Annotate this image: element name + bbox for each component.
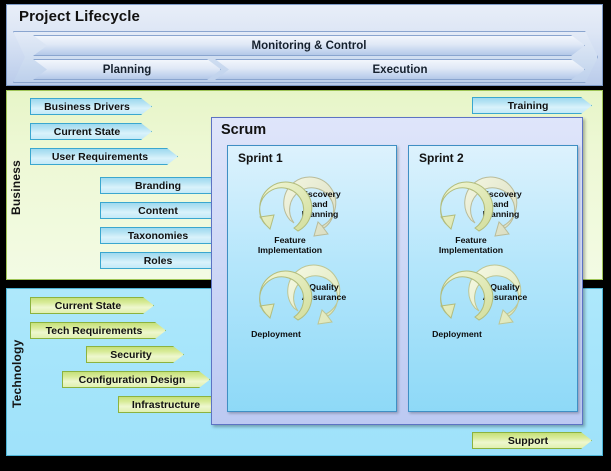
business-tag-roles[interactable]: Roles <box>100 252 224 269</box>
side-tag-training[interactable]: Training <box>472 97 592 114</box>
technology-tag-configuration-design[interactable]: Configuration Design <box>62 371 210 388</box>
business-tag-content[interactable]: Content <box>100 202 224 219</box>
phase-bar-execution-label: Execution <box>372 63 428 76</box>
page-title: Project Lifecycle <box>19 8 140 25</box>
tag-label: Infrastructure <box>131 398 201 411</box>
business-tag-branding[interactable]: Branding <box>100 177 224 194</box>
business-tag-current-state[interactable]: Current State <box>30 123 152 140</box>
scrum-title: Scrum <box>221 122 267 138</box>
sprint-2-panel: Sprint 2 Discovery and Planning <box>408 145 578 412</box>
sprint-2-stage-deployment[interactable]: Deployment <box>423 270 497 372</box>
technology-tag-security[interactable]: Security <box>86 346 184 363</box>
business-tag-taxonomies[interactable]: Taxonomies <box>100 227 224 244</box>
tag-label: Training <box>507 99 549 112</box>
tag-label: Taxonomies <box>127 229 189 242</box>
technology-tag-current-state[interactable]: Current State <box>30 297 154 314</box>
tag-label: Business Drivers <box>44 100 130 113</box>
tag-label: Support <box>507 434 549 447</box>
technology-tag-tech-requirements[interactable]: Tech Requirements <box>30 322 166 339</box>
business-tag-business-drivers[interactable]: Business Drivers <box>30 98 152 115</box>
tag-label: Tech Requirements <box>45 324 143 337</box>
phase-bar-execution[interactable]: Execution <box>215 59 585 80</box>
phase-bar-monitoring-label: Monitoring & Control <box>251 39 367 52</box>
business-tag-user-requirements[interactable]: User Requirements <box>30 148 178 165</box>
tag-label: Current State <box>53 125 121 138</box>
project-lifecycle-header: Project Lifecycle Monitoring & Control P… <box>6 4 603 86</box>
tag-label: Content <box>138 204 178 217</box>
tag-label: Security <box>110 348 152 361</box>
business-panel-label: Business <box>9 160 23 216</box>
phase-bar-monitoring[interactable]: Monitoring & Control <box>33 35 585 56</box>
tag-label: Roles <box>143 254 173 267</box>
technology-panel-label: Technology <box>10 339 24 409</box>
sprint-1-stage-deployment[interactable]: Deployment <box>242 270 316 372</box>
sprint-1-title: Sprint 1 <box>238 151 283 165</box>
phase-bar-planning[interactable]: Planning <box>33 59 221 80</box>
phase-bar-planning-label: Planning <box>102 63 152 76</box>
tag-label: User Requirements <box>51 150 149 163</box>
sprint-2-title: Sprint 2 <box>419 151 464 165</box>
tag-label: Branding <box>134 179 182 192</box>
technology-tag-infrastructure[interactable]: Infrastructure <box>118 396 222 413</box>
side-tag-support[interactable]: Support <box>472 432 592 449</box>
tag-label: Current State <box>54 299 122 312</box>
tag-label: Configuration Design <box>78 373 186 386</box>
sprint-1-panel: Sprint 1 Discovery and Planning <box>227 145 397 412</box>
